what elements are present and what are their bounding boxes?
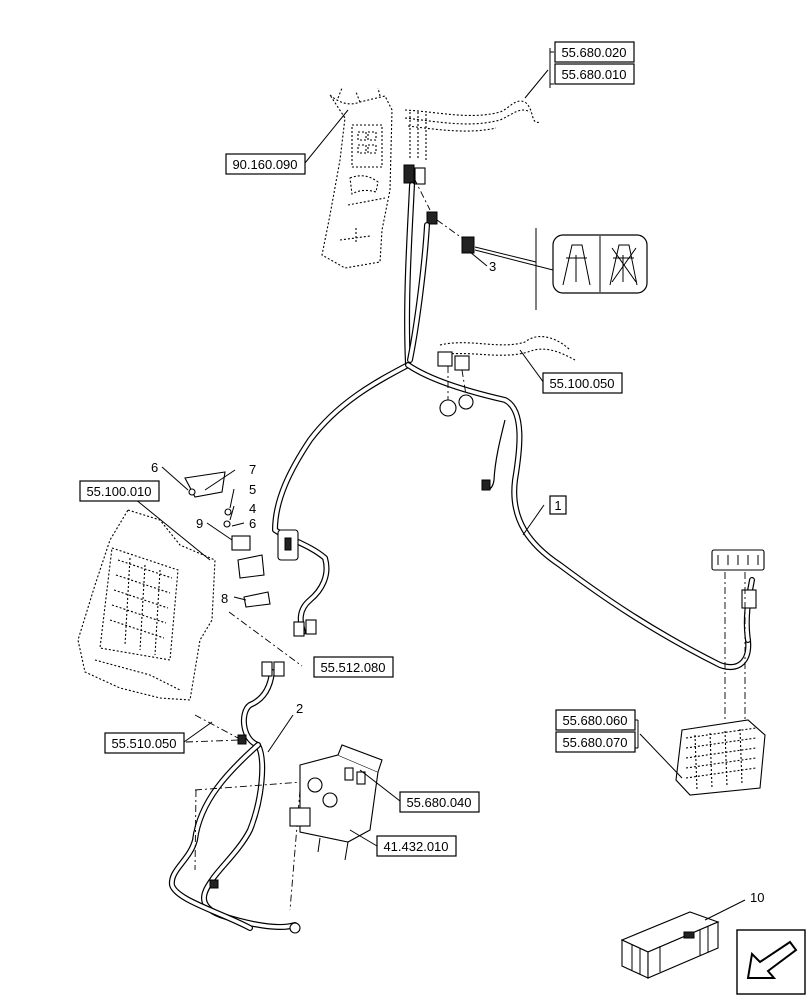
main-harness	[272, 182, 755, 670]
ref-55-680-020[interactable]: 55.680.020	[554, 41, 635, 63]
ref-55-100-010[interactable]: 55.100.010	[79, 480, 160, 502]
ref-90-160-090[interactable]: 90.160.090	[225, 153, 306, 175]
control-console-outline	[77, 509, 216, 701]
valve-block	[289, 744, 383, 861]
reference-leaders	[134, 48, 683, 847]
svg-text:55.680.010: 55.680.010	[561, 67, 626, 82]
ref-55-680-040[interactable]: 55.680.040	[399, 791, 480, 813]
bottom-left-arrow-icon[interactable]	[736, 929, 806, 995]
svg-text:41.432.010: 41.432.010	[383, 839, 448, 854]
callout-1[interactable]: 1	[549, 495, 567, 515]
svg-text:90.160.090: 90.160.090	[232, 157, 297, 172]
svg-text:55.680.070: 55.680.070	[562, 735, 627, 750]
switch-position-symbol-icon	[474, 228, 648, 310]
crate-icon	[620, 899, 746, 979]
callout-10: 10	[750, 890, 764, 905]
callout-9: 9	[196, 516, 203, 531]
small-parts	[184, 471, 271, 608]
svg-text:55.100.010: 55.100.010	[86, 484, 151, 499]
callout-5: 5	[249, 482, 256, 497]
ref-55-512-080[interactable]: 55.512.080	[313, 656, 394, 678]
right-connectors	[711, 549, 765, 720]
ref-55-510-050[interactable]: 55.510.050	[104, 732, 185, 754]
ref-55-680-010[interactable]: 55.680.010	[554, 63, 635, 85]
callout-7: 7	[249, 462, 256, 477]
left-branch-connectors	[277, 529, 317, 637]
callout-3: 3	[489, 259, 496, 274]
svg-text:55.512.080: 55.512.080	[320, 660, 385, 675]
callout-2: 2	[296, 701, 303, 716]
electronic-module	[675, 719, 766, 796]
svg-text:1: 1	[554, 498, 561, 513]
ref-55-100-050[interactable]: 55.100.050	[542, 372, 623, 394]
ref-55-680-060[interactable]: 55.680.060	[555, 709, 636, 731]
svg-text:55.100.050: 55.100.050	[549, 376, 614, 391]
upper-connectors	[403, 164, 475, 254]
svg-text:55.680.040: 55.680.040	[406, 795, 471, 810]
callout-4: 4	[249, 501, 256, 516]
ref-41-432-010[interactable]: 41.432.010	[376, 835, 457, 857]
svg-text:55.680.060: 55.680.060	[562, 713, 627, 728]
callout-6-lower: 6	[249, 516, 256, 531]
ref-55-680-070[interactable]: 55.680.070	[555, 731, 636, 753]
lower-harness	[168, 661, 331, 934]
center-connectors	[437, 336, 576, 417]
upper-harness-outline	[404, 100, 541, 162]
svg-text:55.680.020: 55.680.020	[561, 45, 626, 60]
svg-text:55.510.050: 55.510.050	[111, 736, 176, 751]
steering-column-outline	[321, 87, 393, 269]
callout-8: 8	[221, 591, 228, 606]
callout-6-upper: 6	[151, 460, 158, 475]
